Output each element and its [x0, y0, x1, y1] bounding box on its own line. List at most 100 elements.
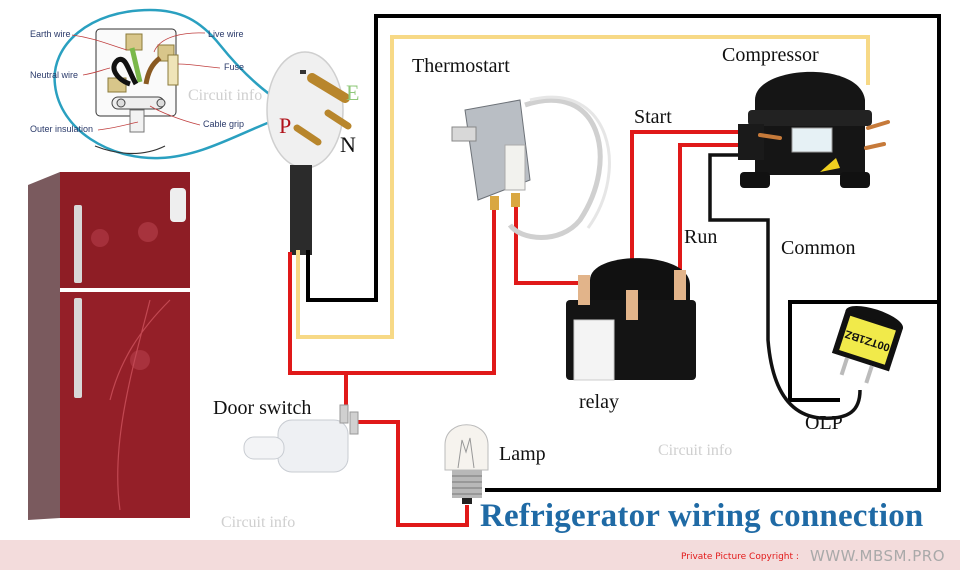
door-switch-terminal	[339, 404, 349, 424]
olp-component: 00TZ1BZ	[831, 306, 904, 384]
lamp-base	[452, 470, 482, 498]
leader-line	[149, 105, 201, 126]
plug-inset	[53, 8, 304, 160]
inset-earth-wire	[129, 47, 143, 83]
relay-top	[590, 258, 690, 300]
fridge-main-handle	[74, 298, 82, 398]
refrigerator-image	[28, 172, 190, 520]
lamp-thread	[452, 475, 482, 495]
watermark: Circuit info	[188, 87, 263, 104]
inset-label-fuse: Fuse	[224, 62, 245, 72]
inset-screw-icon	[116, 98, 126, 108]
compressor-arrow-icon	[820, 158, 840, 172]
fridge-flower	[91, 229, 109, 247]
inset-screw-icon	[156, 98, 166, 108]
olp-yellow-label	[839, 315, 896, 365]
relay-terminal	[578, 275, 590, 305]
door-switch-body	[277, 419, 349, 473]
plug-earth-pin	[307, 73, 350, 103]
lamp-label: Lamp	[499, 443, 546, 465]
thermostat-terminal	[511, 193, 520, 207]
door-switch-terminal	[349, 411, 359, 435]
thermostat-terminal	[490, 196, 499, 210]
door-switch-to-lamp-wire	[355, 420, 469, 527]
relay-label	[573, 319, 615, 381]
run-wire	[678, 143, 745, 283]
thermostat-label: Thermostart	[412, 55, 510, 77]
olp-label: OLP	[805, 412, 843, 434]
fridge-side	[28, 172, 60, 520]
plug-label-neutral: N	[340, 132, 356, 157]
leader-line	[177, 63, 221, 69]
inset-label-neutral-wire: Neutral wire	[30, 70, 79, 80]
wires	[288, 14, 941, 527]
leader-line	[97, 121, 139, 131]
common-wire	[708, 153, 862, 420]
run-label: Run	[684, 226, 718, 248]
inset-live-wire	[143, 56, 162, 85]
inset-label-live-wire: Live wire	[208, 29, 244, 39]
fridge-flower	[130, 350, 150, 370]
relay-label-text: relay	[579, 391, 619, 413]
common-label: Common	[781, 237, 856, 259]
watermark: Circuit info	[658, 442, 733, 459]
inset-base-arc	[94, 145, 166, 155]
inset-outer-insulation	[129, 109, 145, 133]
plug-head	[266, 51, 344, 169]
leader-line	[71, 34, 128, 51]
door-switch-component	[243, 404, 359, 473]
neutral-wire-main	[306, 14, 941, 492]
copyright-footer	[0, 540, 960, 570]
fridge-flower	[138, 222, 158, 242]
compressor-label-plate	[791, 127, 833, 153]
fridge-freezer-handle	[74, 205, 82, 283]
inset-label-earth-wire: Earth wire	[30, 29, 71, 39]
thermostat-capillary	[529, 95, 611, 229]
watermark: Circuit info	[221, 514, 296, 531]
plug-cord	[290, 165, 312, 255]
thermostat-capillary	[507, 97, 603, 240]
copyright-label: Private Picture Copyright :	[681, 552, 799, 562]
plug-label-earth: E	[346, 80, 360, 105]
compressor-copper-pipe	[758, 133, 782, 140]
olp-pin	[839, 357, 850, 376]
compressor-copper-pipe	[866, 120, 890, 130]
lamp-glass	[444, 424, 489, 471]
compressor-component	[738, 71, 890, 188]
door-switch-label: Door switch	[213, 397, 312, 419]
compressor-copper-pipe	[864, 142, 886, 150]
thermostat-terminal-block	[504, 144, 526, 191]
earth-wire	[296, 35, 870, 339]
inset-neutral-wire	[111, 56, 139, 87]
olp-pin	[864, 365, 874, 384]
leader-line	[82, 67, 111, 76]
plug-neutral-pin	[324, 109, 352, 130]
relay-component	[566, 258, 696, 381]
three-pin-plug	[266, 51, 352, 255]
phase-wire-to-thermostat	[288, 205, 496, 375]
fridge-floral-pattern	[109, 299, 171, 511]
start-wire	[630, 130, 745, 305]
inset-label-cable-grip: Cable grip	[203, 119, 245, 129]
leader-line	[153, 32, 206, 53]
start-label: Start	[634, 106, 672, 128]
door-switch-plunger	[243, 436, 285, 460]
lamp-filament	[457, 437, 475, 469]
thermostat-to-relay-wire	[514, 205, 580, 285]
neutral-wire-olp	[788, 300, 939, 402]
compressor-foot	[740, 172, 770, 188]
copyright-site: WWW.MBSM.PRO	[810, 547, 946, 565]
diagram-title: Refrigerator wiring connection	[480, 498, 924, 534]
plug-mark	[300, 70, 306, 74]
lamp-component	[444, 424, 489, 504]
compressor-foot	[840, 172, 870, 188]
compressor-label: Compressor	[722, 44, 819, 66]
relay-terminal	[626, 290, 638, 320]
plug-phase-pin	[293, 124, 322, 146]
relay-terminal	[674, 270, 686, 300]
compressor-band	[748, 110, 872, 126]
plug-label-phase: P	[279, 113, 292, 138]
lamp-contact	[462, 498, 472, 504]
inset-label-outer-insulation: Outer insulation	[30, 124, 94, 134]
